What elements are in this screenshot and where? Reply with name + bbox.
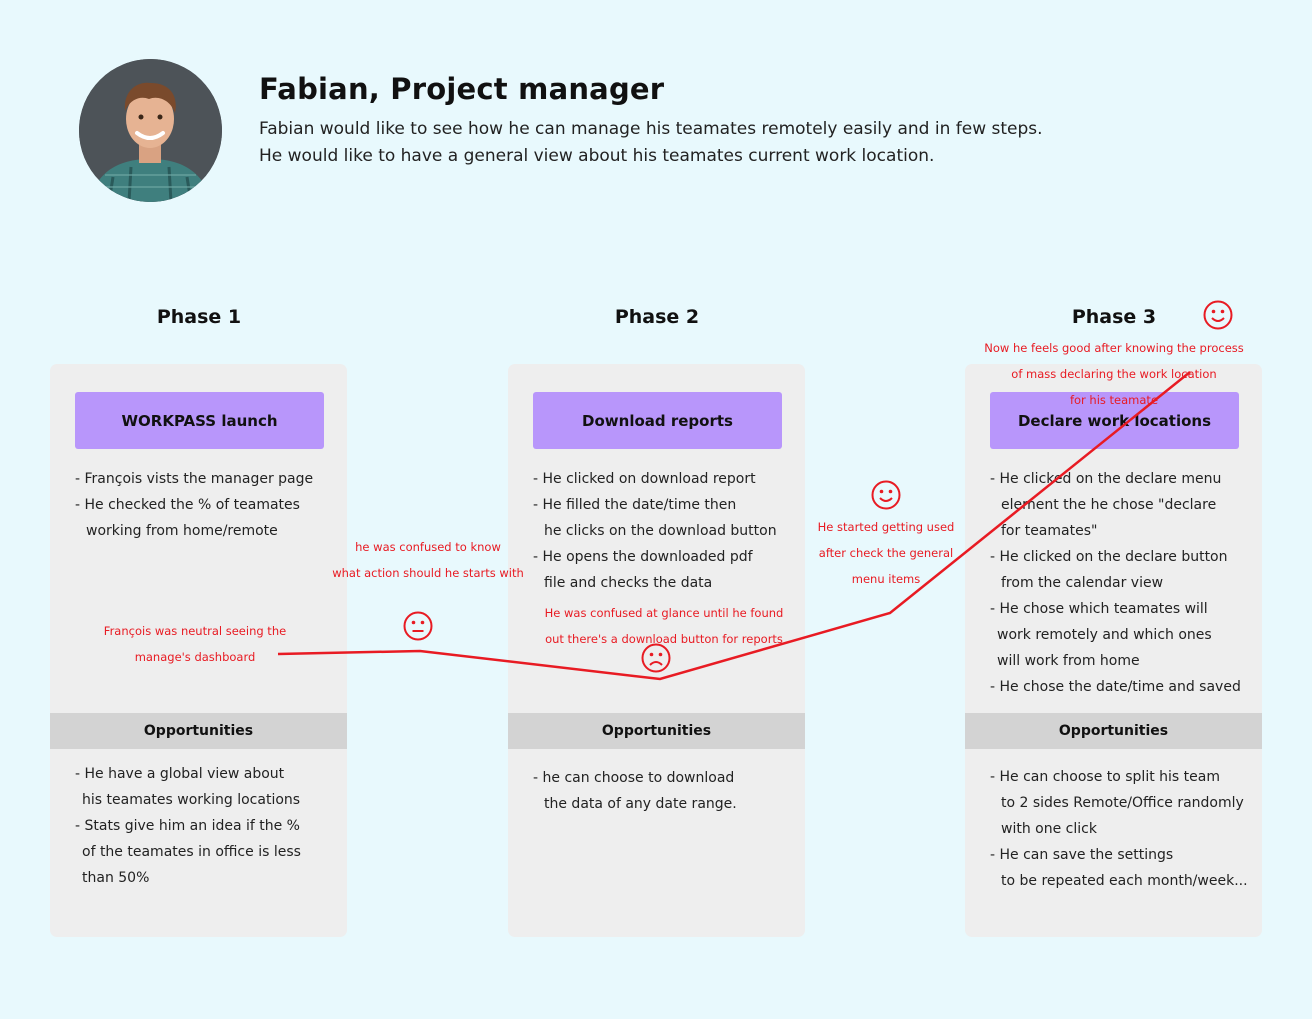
phase-1-step: WORKPASS launch xyxy=(75,392,324,449)
emotion-note-3: He was confused at glance until he found… xyxy=(524,600,804,652)
emotion-note-line: François was neutral seeing the xyxy=(103,624,287,638)
phase-2-title: Phase 2 xyxy=(614,306,700,328)
action-item: - He opens the downloaded pdf xyxy=(533,549,753,565)
opportunity-item: than 50% xyxy=(82,870,150,886)
phase-3-opportunities-header: Opportunities xyxy=(965,713,1262,749)
action-item: - He chose the date/time and saved xyxy=(990,679,1241,695)
phase-3-step: Declare work locations xyxy=(990,392,1239,449)
action-item: - He clicked on the declare menu xyxy=(990,471,1222,487)
action-item: will work from home xyxy=(997,653,1140,669)
emotion-note-2: he was confused to know what action shou… xyxy=(308,534,548,586)
phase-1-actions: - François vists the manager page - He c… xyxy=(75,466,313,544)
action-item: work remotely and which ones xyxy=(997,627,1212,643)
sad-face-icon xyxy=(641,643,671,673)
phase-1-opportunities-header: Opportunities xyxy=(50,713,347,749)
action-item: file and checks the data xyxy=(544,575,713,591)
action-item: - He clicked on download report xyxy=(533,471,756,487)
opportunity-item: - He have a global view about xyxy=(75,766,285,782)
opportunity-item: the data of any date range. xyxy=(544,796,737,812)
action-item: - François vists the manager page xyxy=(75,471,314,487)
emotion-note-line: manage's dashboard xyxy=(134,650,256,664)
opportunity-item: with one click xyxy=(1001,821,1097,837)
emotion-note-line: He started getting used xyxy=(817,520,955,534)
neutral-face-icon xyxy=(403,611,433,641)
phase-1-opportunities: - He have a global view about his teamat… xyxy=(75,761,301,891)
phase-1-title: Phase 1 xyxy=(156,306,242,328)
action-item: - He chose which teamates will xyxy=(990,601,1208,617)
persona-avatar xyxy=(79,59,222,202)
phase-1-card: WORKPASS launch - François vists the man… xyxy=(50,364,347,937)
phase-2-opportunities: - he can choose to download the data of … xyxy=(533,765,737,817)
phase-2-step: Download reports xyxy=(533,392,782,449)
action-item: - He filled the date/time then xyxy=(533,497,737,513)
action-item: - He checked the % of teamates xyxy=(75,497,300,513)
opportunity-item: his teamates working locations xyxy=(82,792,301,808)
person-photo-icon xyxy=(79,59,222,202)
phase-2-actions: - He clicked on download report - He fil… xyxy=(533,466,777,596)
happy-face-icon xyxy=(871,480,901,510)
persona-description-line: He would like to have a general view abo… xyxy=(259,146,935,166)
opportunity-item: - Stats give him an idea if the % xyxy=(75,818,300,834)
emotion-line xyxy=(277,371,1191,681)
persona-description-line: Fabian would like to see how he can mana… xyxy=(259,119,1043,139)
emotion-note-line: out there's a download button for report… xyxy=(545,632,783,646)
emotion-note-line: what action should he starts with xyxy=(332,566,524,580)
opportunity-item: to be repeated each month/week... xyxy=(1001,873,1248,889)
emotion-note-5: Now he feels good after knowing the proc… xyxy=(970,335,1258,413)
phase-2-opportunities-header: Opportunities xyxy=(508,713,805,749)
opportunity-item: - He can save the settings xyxy=(990,847,1174,863)
emotion-note-4: He started getting used after check the … xyxy=(806,514,966,592)
opportunity-item: - He can choose to split his team xyxy=(990,769,1220,785)
opportunity-item: - he can choose to download xyxy=(533,770,735,786)
action-item: working from home/remote xyxy=(86,523,278,539)
opportunity-item: to 2 sides Remote/Office randomly xyxy=(1001,795,1244,811)
opportunity-item: of the teamates in office is less xyxy=(82,844,301,860)
emotion-note-1: François was neutral seeing the manage's… xyxy=(60,618,330,670)
action-item: - He clicked on the declare button xyxy=(990,549,1228,565)
action-item: element the he chose "declare xyxy=(1001,497,1217,513)
emotion-note-line: he was confused to know xyxy=(355,540,501,554)
action-item: he clicks on the download button xyxy=(544,523,777,539)
phase-3-title: Phase 3 xyxy=(1071,306,1157,328)
persona-title: Fabian, Project manager xyxy=(259,72,665,106)
phase-3-card: Declare work locations - He clicked on t… xyxy=(965,364,1262,937)
emotion-note-line: menu items xyxy=(851,572,921,586)
emotion-note-line: He was confused at glance until he found xyxy=(544,606,784,620)
emotion-note-line: of mass declaring the work location xyxy=(1011,367,1217,381)
phase-3-opportunities: - He can choose to split his team to 2 s… xyxy=(990,764,1248,894)
emotion-note-line: for his teamate xyxy=(1069,393,1159,407)
action-item: from the calendar view xyxy=(1001,575,1164,591)
emotion-note-line: after check the general xyxy=(818,546,954,560)
phase-3-actions: - He clicked on the declare menu element… xyxy=(990,466,1241,700)
emotion-note-line: Now he feels good after knowing the proc… xyxy=(984,341,1244,355)
persona-description: Fabian would like to see how he can mana… xyxy=(259,116,1159,170)
happy-face-icon xyxy=(1203,300,1233,330)
action-item: for teamates" xyxy=(1001,523,1098,539)
